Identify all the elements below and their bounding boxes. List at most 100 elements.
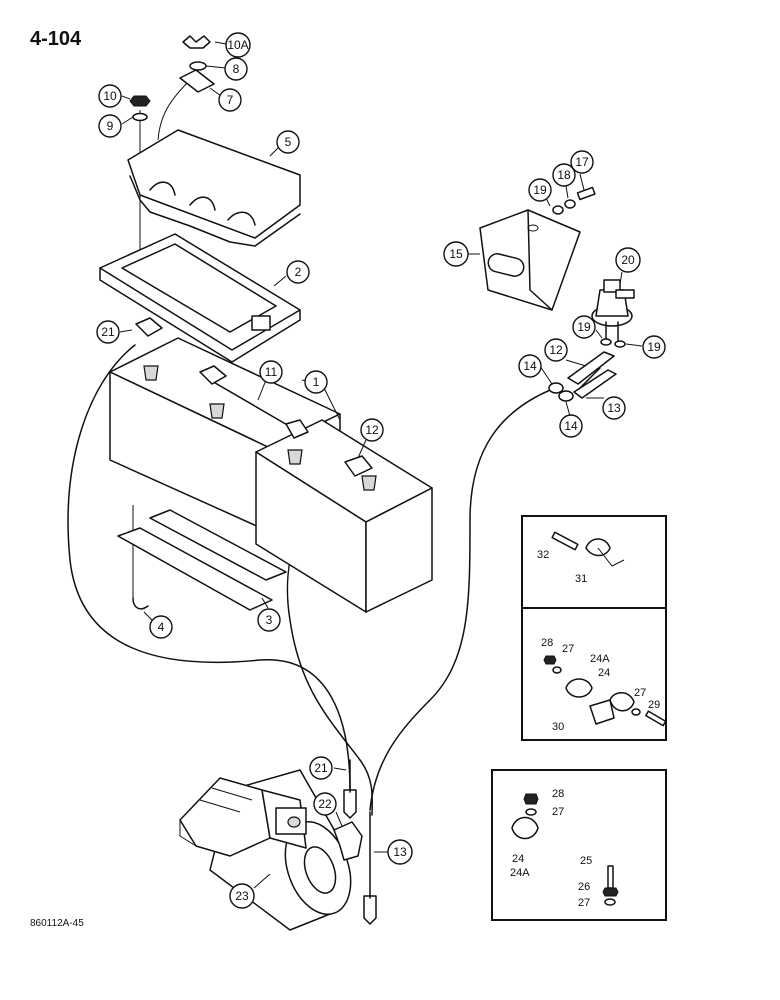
- svg-text:7: 7: [227, 93, 234, 107]
- callout-10a: 10A: [225, 32, 251, 58]
- inset-panel-3: 28 27 24 24A 25 26 27: [491, 769, 667, 921]
- callout-21-starter: 21: [309, 756, 333, 780]
- jumper-cable-11: [209, 379, 297, 431]
- lug-13: [573, 369, 617, 399]
- clamp-plate-7: [179, 69, 215, 93]
- inset2-label-24: 24: [598, 667, 610, 679]
- inset-panel-2: 28 27 24A 24 27 29 30: [521, 607, 667, 741]
- svg-text:2: 2: [295, 265, 302, 279]
- callout-22: 22: [313, 792, 337, 816]
- callout-14-upper: 14: [518, 354, 542, 378]
- washer-18: [564, 199, 576, 209]
- inset2-label-27b: 27: [634, 687, 646, 699]
- inset3-label-27a: 27: [552, 806, 564, 818]
- page-title: 4-104: [30, 28, 82, 50]
- lug-21: [343, 789, 357, 819]
- callout-1: 1: [304, 370, 328, 394]
- figure-code: 860112A-45: [30, 918, 84, 929]
- clamp-cable-12: [344, 455, 373, 477]
- inset2-label-28: 28: [541, 637, 553, 649]
- washer-8: [189, 61, 207, 71]
- callout-18: 18: [552, 163, 576, 187]
- svg-text:10A: 10A: [227, 38, 248, 52]
- tray-pad-upper: [149, 509, 287, 581]
- svg-text:8: 8: [233, 62, 240, 76]
- svg-text:14: 14: [523, 359, 537, 373]
- inset2-label-27a: 27: [562, 643, 574, 655]
- svg-text:19: 19: [577, 320, 591, 334]
- svg-text:19: 19: [647, 340, 661, 354]
- inset3-label-25: 25: [580, 855, 592, 867]
- battery-right: [255, 419, 433, 613]
- callout-12-switch: 12: [544, 338, 568, 362]
- svg-text:9: 9: [107, 119, 114, 133]
- nut-10: [129, 95, 151, 107]
- washer-19b: [600, 338, 612, 346]
- hold-down-frame: [99, 233, 301, 363]
- lug-12: [567, 351, 615, 385]
- svg-text:12: 12: [549, 343, 563, 357]
- callout-19-right: 19: [642, 335, 666, 359]
- svg-text:13: 13: [607, 401, 621, 415]
- callout-7: 7: [218, 88, 242, 112]
- clamp-right: [285, 419, 309, 439]
- svg-text:22: 22: [318, 797, 332, 811]
- cable-21: [67, 344, 351, 791]
- svg-text:5: 5: [285, 135, 292, 149]
- inset-panel-1: 32 31: [521, 515, 667, 609]
- callout-13-switch: 13: [602, 396, 626, 420]
- inset3-label-24a: 24A: [510, 867, 530, 879]
- callout-19-left: 19: [572, 315, 596, 339]
- tray-pad-lower: [117, 527, 273, 611]
- inset3-label-27b: 27: [578, 897, 590, 909]
- callout-23: 23: [229, 883, 255, 909]
- svg-text:10: 10: [103, 89, 117, 103]
- callout-12-battery: 12: [360, 418, 384, 442]
- svg-text:20: 20: [621, 253, 635, 267]
- grommet-14b: [558, 390, 574, 402]
- wire-to-cover: [157, 79, 191, 141]
- svg-text:15: 15: [449, 247, 463, 261]
- svg-text:21: 21: [314, 761, 328, 775]
- callout-4: 4: [149, 615, 173, 639]
- svg-text:23: 23: [235, 889, 249, 903]
- battery-cover: [127, 129, 301, 247]
- svg-text:12: 12: [365, 423, 379, 437]
- callout-3: 3: [257, 608, 281, 632]
- inset1-label-32: 32: [537, 549, 549, 561]
- rod-4-hook: [132, 597, 149, 610]
- callout-17: 17: [570, 150, 594, 174]
- callout-11: 11: [259, 360, 283, 384]
- inset1-label-31: 31: [575, 573, 587, 585]
- svg-text:19: 19: [533, 183, 547, 197]
- battery-switch: [591, 279, 635, 341]
- svg-text:14: 14: [564, 419, 578, 433]
- cable-14-12: [579, 367, 601, 389]
- lug-13b: [363, 895, 377, 925]
- callout-9: 9: [98, 114, 122, 138]
- inset3-label-26: 26: [578, 881, 590, 893]
- callout-10: 10: [98, 84, 122, 108]
- starter-motor: [179, 769, 352, 931]
- bracket-bolt-17: [576, 186, 596, 201]
- elbow-boot-22: [333, 821, 363, 861]
- cable-13-long: [369, 387, 556, 811]
- svg-text:11: 11: [265, 365, 278, 379]
- callout-8: 8: [224, 57, 248, 81]
- svg-text:3: 3: [266, 613, 273, 627]
- inset2-label-29: 29: [648, 699, 660, 711]
- callout-5: 5: [276, 130, 300, 154]
- wing-nut: [182, 35, 211, 49]
- callout-2: 2: [286, 260, 310, 284]
- callout-13-starter: 13: [387, 839, 413, 865]
- grommet-14a: [548, 382, 564, 394]
- washer-9: [132, 112, 148, 122]
- washer-19c: [614, 340, 626, 348]
- callout-21-top: 21: [96, 320, 120, 344]
- inset2-label-24a: 24A: [590, 653, 610, 665]
- callout-20: 20: [615, 247, 641, 273]
- callout-15: 15: [443, 241, 469, 267]
- switch-bracket: [479, 209, 581, 311]
- svg-text:21: 21: [101, 325, 115, 339]
- clamp-left: [199, 365, 227, 385]
